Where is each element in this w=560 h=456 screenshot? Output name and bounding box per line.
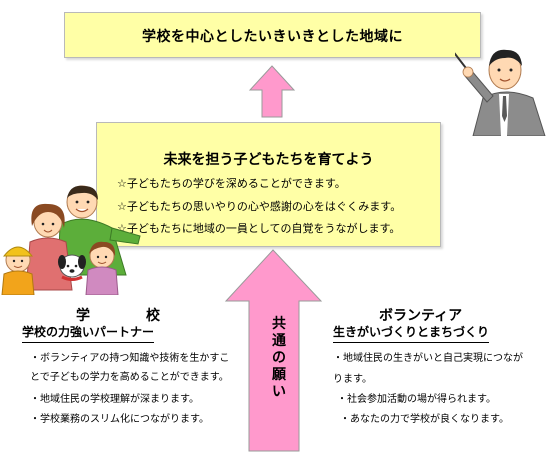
purpose-title: 未来を担う子どもたちを育てよう — [163, 152, 374, 168]
goal-text: 学校を中心としたいきいきとした地域に — [142, 29, 403, 45]
volunteer-body-line: ・あなたの力で学校が良くなります。 — [340, 414, 509, 425]
volunteer-body-line: ・地域住民の生きがいと自己実現につなが — [333, 353, 523, 364]
school-body-line: ・ボランティアの持つ知識や技術を生かすこ — [30, 353, 230, 364]
school-subheading: 学校の力強いパートナー — [22, 323, 155, 343]
teacher-illustration — [455, 49, 546, 136]
purpose-line: ☆子どもたちに地域の一員としての自覚をうながします。 — [117, 222, 401, 235]
volunteer-subheading: 生きがいづくりとまちづくり — [333, 323, 490, 343]
school-heading-part1: 学 — [76, 308, 90, 324]
volunteer-body-line: ります。 — [333, 374, 372, 385]
common-wish-label: 共通の願い — [272, 316, 286, 400]
volunteer-body-line: ・社会参加活動の場が得られます。 — [337, 394, 496, 405]
purpose-line: ☆子どもたちの学びを深めることができます。 — [117, 177, 346, 190]
family-illustration — [1, 185, 141, 295]
school-body-line: ・学校業務のスリム化につながります。 — [30, 414, 209, 425]
volunteer-heading: ボランティア — [379, 308, 463, 324]
school-body-line: ・地域住民の学校理解が深まります。 — [30, 394, 199, 405]
goal-box: 学校を中心としたいきいきとした地域に — [64, 12, 481, 58]
purpose-line: ☆子どもたちの思いやりの心や感謝の心をはぐくみます。 — [117, 200, 402, 213]
purpose-box: 未来を担う子どもたちを育てよう ☆子どもたちの学びを深めることができます。 ☆子… — [96, 122, 441, 247]
common-wish-arrow — [224, 249, 323, 452]
small-up-arrow — [248, 65, 296, 118]
school-heading-part2: 校 — [146, 308, 160, 324]
school-body-line: とで子どもの学力を高めることができます。 — [30, 372, 229, 383]
